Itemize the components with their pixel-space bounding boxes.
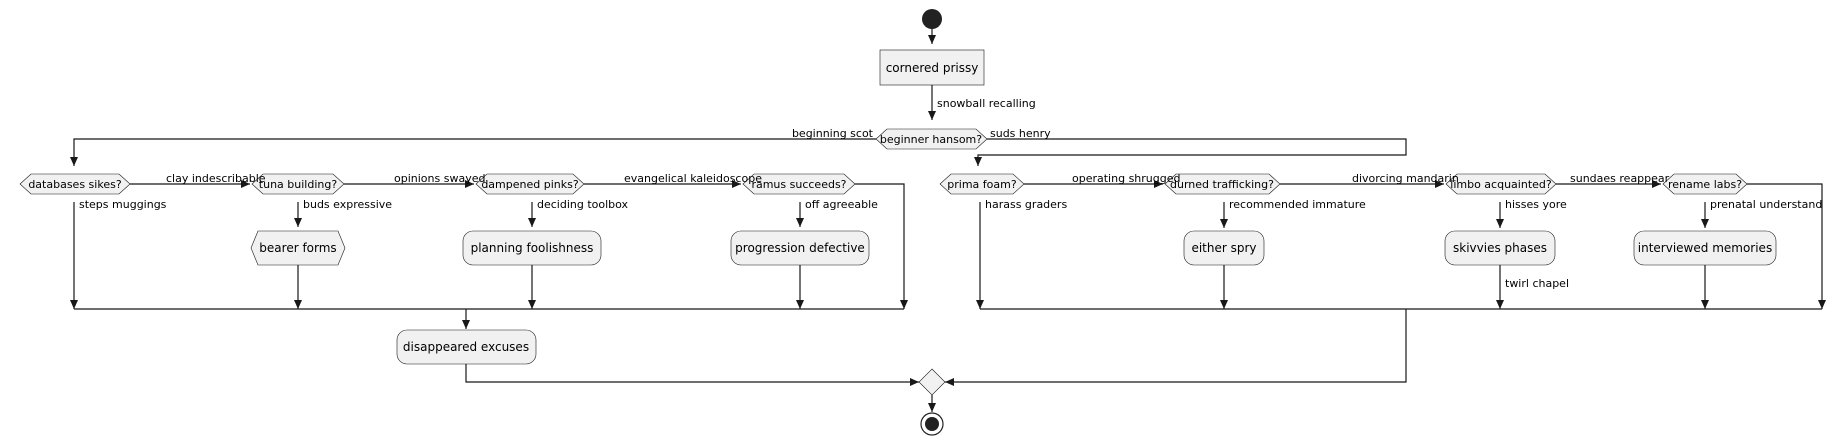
decision-dampened-pinks: dampened pinks? xyxy=(475,173,585,195)
arrowhead xyxy=(1701,219,1709,228)
edge-label-opinions-swayed: opinions swayed xyxy=(394,172,485,185)
arrowhead xyxy=(70,300,78,309)
action-interviewed-memories: interviewed memories xyxy=(1633,230,1777,266)
decision-label: databases sikes? xyxy=(28,178,121,191)
action-label: skivvies phases xyxy=(1453,241,1547,255)
arrowhead xyxy=(945,378,954,386)
arrowhead xyxy=(796,300,804,309)
arrowhead xyxy=(732,180,741,188)
action-planning-foolishness: planning foolishness xyxy=(462,230,602,266)
merge-diamond xyxy=(918,368,946,396)
decision-label: durned trafficking? xyxy=(1170,178,1274,191)
edge-beginning-scot xyxy=(73,138,876,166)
arrowheads xyxy=(70,35,1826,412)
edge-label-recommended-immature: recommended immature xyxy=(1229,198,1366,211)
decision-label: limbo acquainted? xyxy=(1450,178,1552,191)
edge-merge-right-to-final xyxy=(945,309,1407,383)
decision-beginner-hansom: beginner hansom? xyxy=(875,128,988,150)
action-label: either spry xyxy=(1191,241,1256,255)
edge-suds-henry xyxy=(977,138,1407,166)
action-progression-defective: progression defective xyxy=(730,230,870,266)
edge-disappeared-to-merge xyxy=(465,364,919,383)
edge-label-buds-expressive: buds expressive xyxy=(303,198,392,211)
arrowhead xyxy=(1154,180,1163,188)
edge-label-snowball-recalling: snowball recalling xyxy=(937,97,1036,110)
decision-label: ramus succeeds? xyxy=(751,178,846,191)
arrowhead xyxy=(1818,300,1826,309)
action-label: bearer forms xyxy=(259,241,336,255)
arrowhead xyxy=(1652,180,1661,188)
arrowhead xyxy=(796,218,804,227)
edge-label-twirl-chapel: twirl chapel xyxy=(1505,277,1569,290)
arrowhead xyxy=(1701,300,1709,309)
decision-ramus-succeeds: ramus succeeds? xyxy=(742,173,856,195)
arrowhead xyxy=(528,218,536,227)
action-cornered-prissy: cornered prissy xyxy=(879,49,985,86)
arrowhead xyxy=(294,218,302,227)
start-node xyxy=(922,9,942,29)
action-label: planning foolishness xyxy=(471,241,594,255)
edge-ramus-else xyxy=(855,183,905,309)
arrowhead xyxy=(528,300,536,309)
decision-label: dampened pinks? xyxy=(481,178,579,191)
edge-label-sundaes-reappear: sundaes reappear xyxy=(1570,172,1670,185)
edge-label-clay-indescribable: clay indescribable xyxy=(166,172,266,185)
arrowhead xyxy=(928,403,936,412)
edge-label-divorcing-mandarin: divorcing mandarin xyxy=(1352,172,1459,185)
decision-tuna-building: tuna building? xyxy=(251,173,345,195)
arrowhead xyxy=(294,300,302,309)
edge-rename-else xyxy=(1747,183,1823,309)
arrowhead xyxy=(910,378,919,386)
connectors xyxy=(73,28,1823,412)
arrowhead xyxy=(976,300,984,309)
edge-label-off-agreeable: off agreeable xyxy=(805,198,878,211)
decision-label: beginner hansom? xyxy=(880,133,982,146)
edge-label-prenatal-understand: prenatal understand xyxy=(1710,198,1822,211)
arrowhead xyxy=(1496,219,1504,228)
decision-limbo-acquainted: limbo acquainted? xyxy=(1445,173,1557,195)
arrowhead xyxy=(1496,300,1504,309)
arrowhead xyxy=(1435,180,1444,188)
arrowhead xyxy=(974,157,982,166)
arrowhead xyxy=(241,180,250,188)
arrowhead xyxy=(70,157,78,166)
decision-databases-sikes: databases sikes? xyxy=(19,173,131,195)
action-label: cornered prissy xyxy=(886,61,979,75)
edge-label-beginning-scot: beginning scot xyxy=(792,127,874,140)
edge-labels: snowball recalling beginning scot suds h… xyxy=(79,97,1822,290)
decision-durned-trafficking: durned trafficking? xyxy=(1164,173,1281,195)
end-node xyxy=(920,412,944,436)
edge-label-operating-shrugged: operating shrugged xyxy=(1072,172,1180,185)
edge-label-steps-muggings: steps muggings xyxy=(79,198,167,211)
edge-label-evangelical-kaleidoscope: evangelical kaleidoscope xyxy=(624,172,762,185)
action-skivvies-phases: skivvies phases xyxy=(1444,230,1556,266)
edge-label-harass-graders: harass graders xyxy=(985,198,1067,211)
action-label: interviewed memories xyxy=(1638,241,1772,255)
arrowhead xyxy=(928,35,936,44)
arrowhead xyxy=(928,111,936,120)
arrowhead xyxy=(900,300,908,309)
arrowhead xyxy=(465,180,474,188)
decision-label: prima foam? xyxy=(947,178,1017,191)
edge-label-deciding-toolbox: deciding toolbox xyxy=(537,198,629,211)
arrowhead xyxy=(462,320,470,329)
decision-rename-labs: rename labs? xyxy=(1662,173,1748,195)
action-bearer-forms: bearer forms xyxy=(250,230,346,266)
action-label: progression defective xyxy=(735,241,865,255)
action-either-spry: either spry xyxy=(1183,230,1265,266)
decision-label: tuna building? xyxy=(259,178,338,191)
decision-prima-foam: prima foam? xyxy=(939,173,1025,195)
decision-label: rename labs? xyxy=(1668,178,1742,191)
action-disappeared-excuses: disappeared excuses xyxy=(396,329,537,365)
arrowhead xyxy=(1220,300,1228,309)
arrowhead xyxy=(1220,219,1228,228)
edge-label-suds-henry: suds henry xyxy=(990,127,1051,140)
action-label: disappeared excuses xyxy=(403,340,529,354)
edge-label-hisses-yore: hisses yore xyxy=(1505,198,1567,211)
